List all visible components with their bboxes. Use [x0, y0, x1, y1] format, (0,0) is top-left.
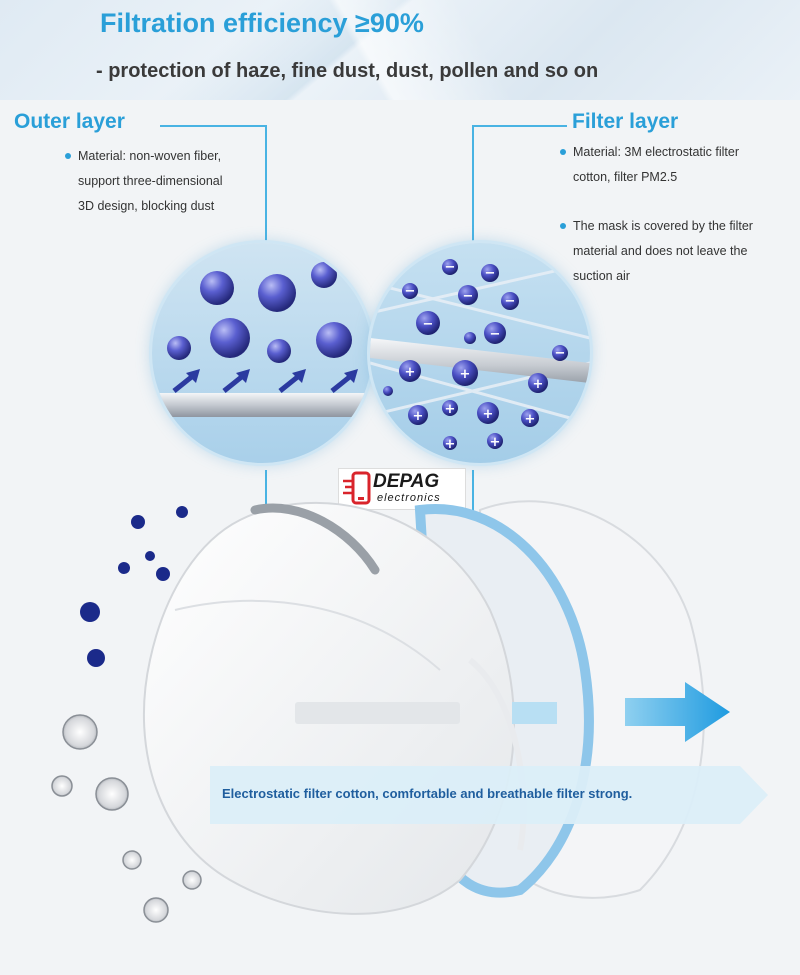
dust-particle	[167, 336, 191, 360]
filter-bullet1-line-2: cotton, filter PM2.5	[573, 170, 678, 184]
filter-layer-title: Filter layer	[572, 110, 679, 133]
airflow-arrows	[172, 369, 358, 393]
outer-leader-vertical	[265, 125, 267, 243]
dust-particle	[258, 274, 296, 312]
svg-text:+: +	[445, 402, 456, 417]
svg-text:−: −	[555, 346, 566, 361]
filter-layer-illustration: −−− −−− −−+ +++ +++ ++	[370, 243, 590, 463]
filter-leader-lower	[472, 470, 474, 540]
filter-bullet2-line-3: suction air	[573, 269, 630, 283]
dust-particle	[200, 271, 234, 305]
logo-brand-name: DEPAG	[373, 471, 440, 492]
svg-text:−: −	[423, 317, 434, 332]
filter-leader-horizontal	[472, 125, 567, 127]
dust-particle	[210, 318, 250, 358]
filter-bullet1-line-1: Material: 3M electrostatic filter	[573, 145, 740, 159]
svg-text:+: +	[525, 412, 536, 427]
svg-text:+: +	[405, 365, 416, 380]
banner-text: Electrostatic filter cotton, comfortable…	[222, 786, 633, 801]
svg-text:−: −	[463, 289, 474, 304]
outer-bullet-line-2: support three-dimensional	[78, 174, 223, 188]
filter-bullet2-line-1: The mask is covered by the filter	[573, 219, 753, 233]
svg-text:−: −	[505, 294, 516, 309]
fiber-layer-bar	[152, 393, 372, 417]
svg-text:+: +	[460, 367, 471, 382]
svg-text:+: +	[483, 407, 494, 422]
svg-text:−: −	[490, 327, 501, 342]
brand-logo: DEPAG electronics	[338, 468, 466, 510]
filter-layer-magnified-circle: −−− −−− −−+ +++ +++ ++	[370, 243, 590, 463]
mask-valve-strip	[295, 702, 460, 724]
svg-text:+: +	[533, 377, 544, 392]
dust-particle	[316, 322, 352, 358]
filter-layer-bullet-1: Material: 3M electrostatic filter cotton…	[559, 140, 740, 190]
svg-text:+: +	[413, 409, 424, 424]
ear-strap	[468, 657, 527, 851]
blue-germs	[80, 506, 188, 667]
filter-leader-vertical	[472, 125, 474, 243]
filter-bullet2-line-2: material and does not leave the	[573, 244, 748, 258]
charged-particles: −−− −−− −−+ +++ +++ ++	[383, 259, 568, 452]
outer-layer-title: Outer layer	[14, 110, 125, 133]
outer-layer-magnified-circle	[152, 243, 372, 463]
grey-virus-particles	[51, 714, 202, 923]
outer-bullet-line-1: Material: non-woven fiber,	[78, 149, 222, 163]
mask-fold-line	[174, 599, 441, 671]
nose-clip	[250, 503, 380, 575]
filter-layer-bullet-2: The mask is covered by the filter materi…	[560, 214, 753, 289]
dust-particle	[267, 339, 291, 363]
right-arrow-icon	[625, 682, 730, 742]
header-background	[0, 0, 800, 100]
svg-text:+: +	[445, 437, 456, 452]
phone-with-lines-icon	[343, 471, 371, 505]
dust-particle	[311, 262, 337, 288]
svg-text:−: −	[485, 266, 496, 281]
banner-shape	[210, 766, 768, 824]
outer-layer-illustration	[152, 243, 372, 463]
svg-text:−: −	[405, 284, 416, 299]
svg-text:+: +	[490, 435, 501, 450]
svg-text:−: −	[445, 260, 456, 275]
mask-illustration	[51, 500, 768, 923]
logo-subtitle: electronics	[377, 492, 441, 504]
subline: - protection of haze, fine dust, dust, p…	[96, 60, 599, 82]
filter-rod	[370, 338, 590, 383]
outer-bullet-line-3: 3D design, blocking dust	[78, 199, 215, 213]
outer-layer-bullet: Material: non-woven fiber, support three…	[65, 144, 223, 219]
outer-leader-horizontal	[160, 125, 266, 127]
headline: Filtration efficiency ≥90%	[100, 8, 424, 38]
mask-inner-strip	[512, 702, 557, 724]
